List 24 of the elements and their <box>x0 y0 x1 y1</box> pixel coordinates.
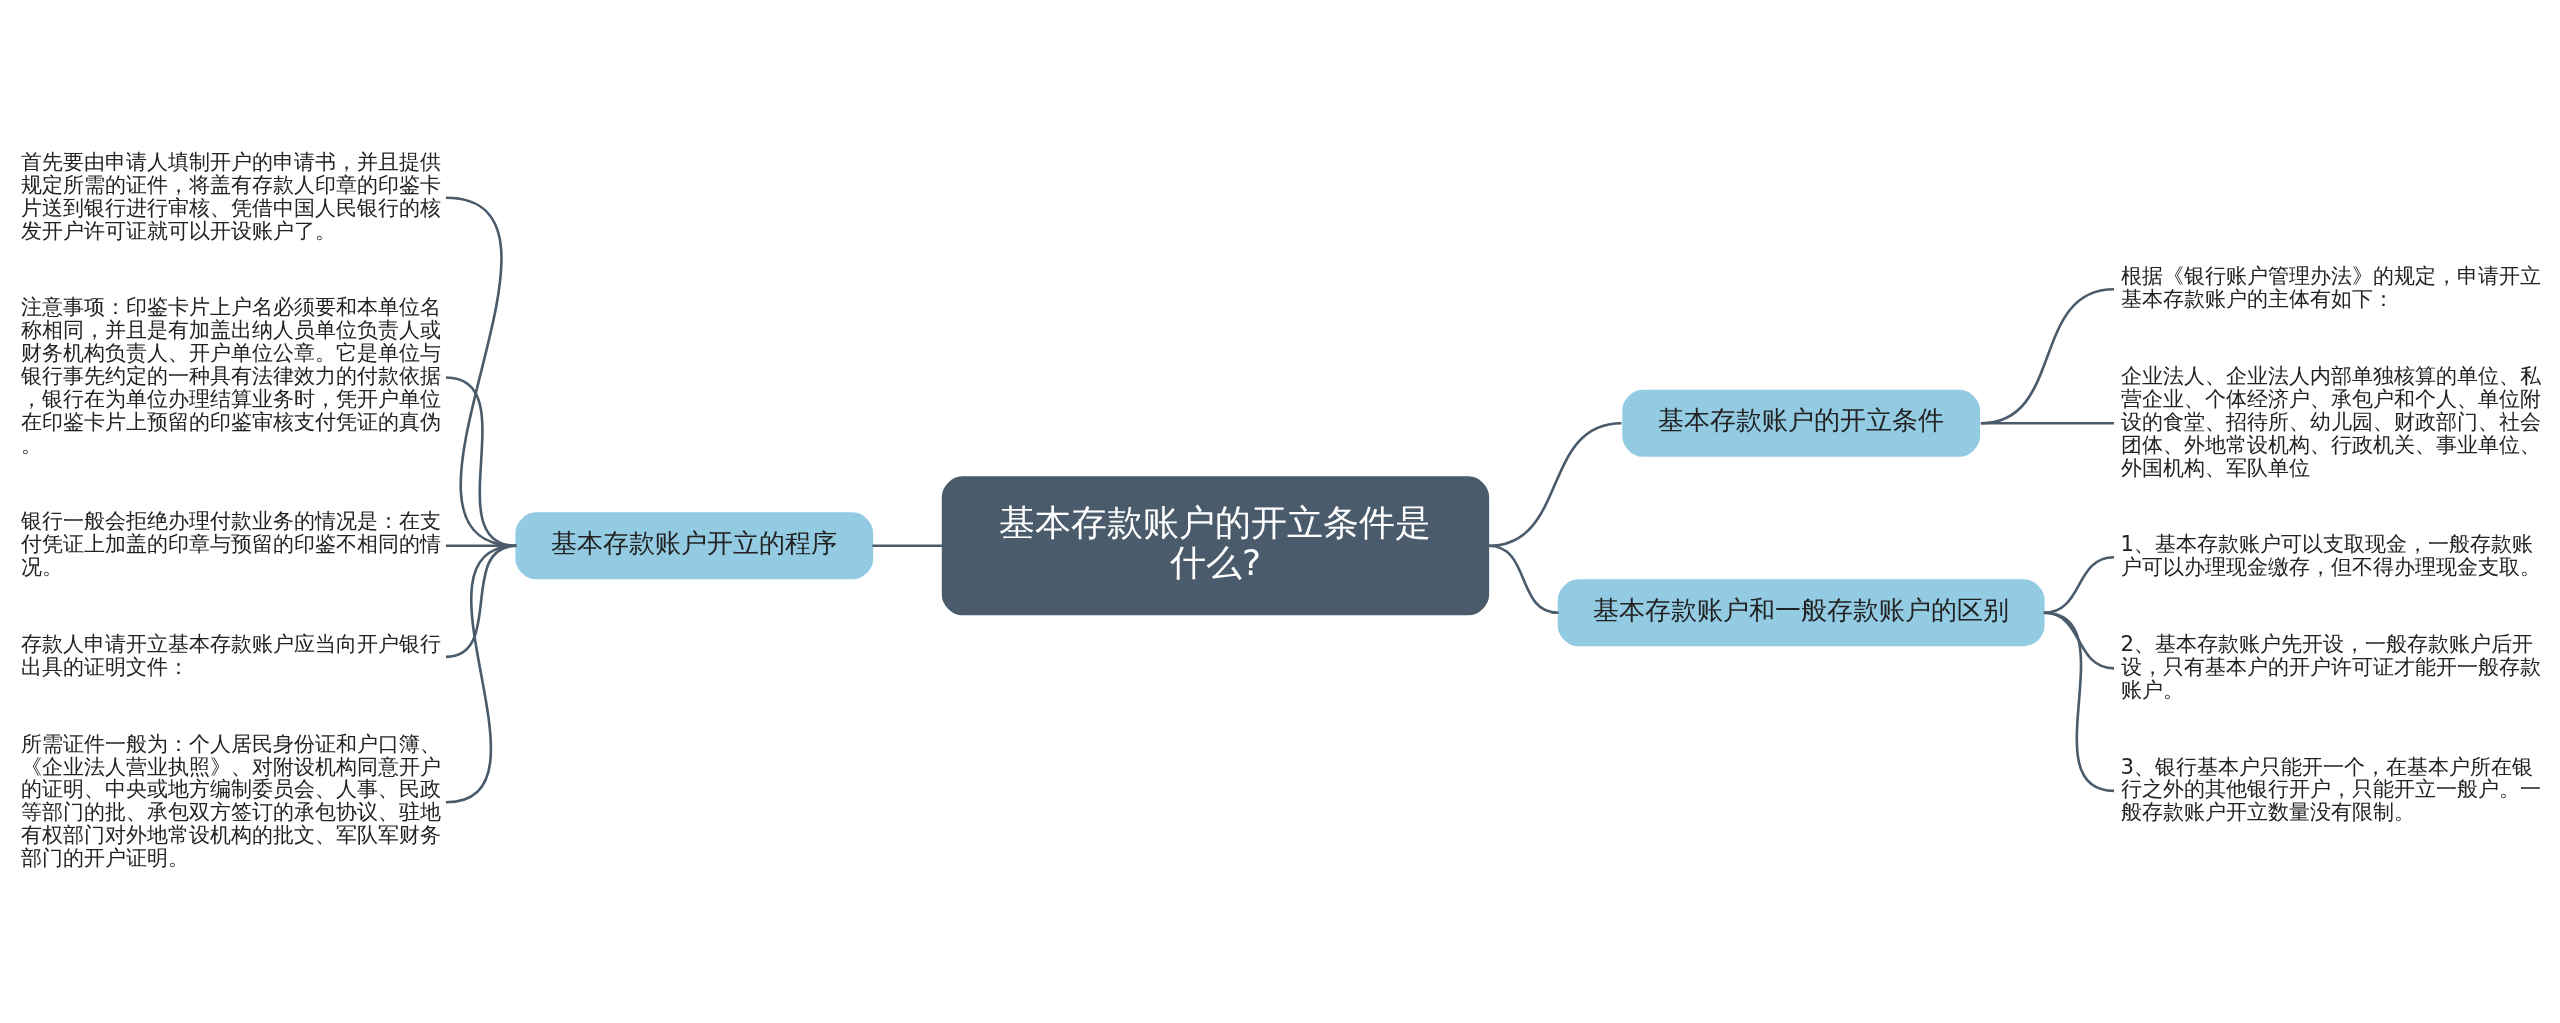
node-text: 1、基本存款账户可以支取现金，一般存款账户可以办理现金缴存，但不得办理现金支取。 <box>2120 531 2541 580</box>
node-box: 基本存款账户的开立条件是什么? <box>941 476 1490 616</box>
connector <box>1488 544 1559 615</box>
node-text: 所需证件一般为：个人居民身份证和户口簿、《企业法人营业执照》、对附设机构同意开户的证明、中央或地方编制委员会、人事、民政等部门的批、承包双方签订的承包协议、驻地有权部门对外地常设机构的批文、军队军财务部门的开户证明。 <box>21 730 442 871</box>
node-text: 3、银行基本户只能开一个，在基本户所在银行之外的其他银行开户，只能开立一般户。一般存款账户开立数量没有限制。 <box>2120 753 2541 825</box>
node-text: 首先要由申请人填制开户的申请书，并且提供规定所需的证件，将盖有存款人印章的印鉴卡片送到银行进行审核、凭借中国人民银行的核发开户许可证就可以开设账户了。 <box>21 149 442 243</box>
connector <box>1488 422 1622 548</box>
node-text: 注意事项：印鉴卡片上户名必须要和本单位名称相同，并且是有加盖出纳人员单位负责人或财务机构负责人、开户单位公章。它是单位与银行事先约定的一种具有法律效力的付款依据，银行在为单位办理结算业务时，凭开户单位在印鉴卡片上预留的印鉴审核支付凭证的真伪。 <box>21 294 442 457</box>
connector <box>445 376 517 548</box>
node-text: 根据《银行账户管理办法》的规定，申请开立基本存款账户的主体有如下： <box>2120 263 2541 312</box>
node-box: 基本存款账户开立的程序 <box>515 512 874 580</box>
node-box: 基本存款账户的开立条件 <box>1622 389 1981 457</box>
connector <box>1980 288 2115 425</box>
node-box: 基本存款账户和一般存款账户的区别 <box>1557 579 2045 647</box>
connector <box>445 544 517 804</box>
connector <box>1980 421 2115 425</box>
connector <box>2043 611 2115 793</box>
node-text: 存款人申请开立基本存款账户应当向开户银行出具的证明文件： <box>21 631 442 679</box>
connector <box>2043 555 2115 615</box>
node-text: 企业法人、企业法人内部单独核算的单位、私营企业、个体经济户、承包户和个人、单位附设的食堂、招待所、幼儿园、财政部门、社会团体、外地常设机构、行政机关、事业单位、外国机构、军队单位 <box>2120 363 2541 480</box>
node-text: 银行一般会拒绝办理付款业务的情况是：在支付凭证上加盖的印章与预留的印鉴不相同的情况。 <box>21 508 442 580</box>
connector <box>872 544 943 548</box>
connector <box>445 196 517 548</box>
node-text: 2、基本存款账户先开设，一般存款账户后开设，只有基本户的开户许可证才能开一般存款账户。 <box>2120 631 2541 702</box>
